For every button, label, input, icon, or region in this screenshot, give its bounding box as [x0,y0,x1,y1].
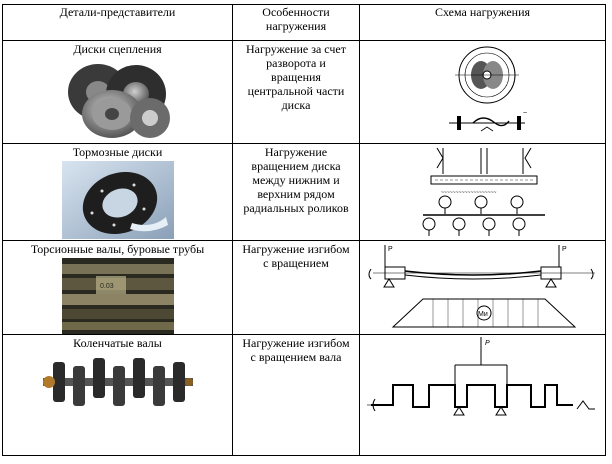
force-label: P [388,246,393,253]
feature-text: Нагружение изгибом с вращением [242,241,350,270]
scheme-cell: ~~~~~~~~~~~~~~~~~~~ [359,142,606,241]
part-name: Коленчатые валы [73,336,162,351]
rotating-bending-scheme: P P Mи [368,244,595,328]
force-label: P [562,246,567,253]
moment-label: Mи [478,311,488,318]
header-row: Детали-представители Особенности нагруже… [2,3,606,42]
header-parts: Детали-представители [2,3,233,42]
table-row: Диски сцепления Нагружение за счет р [2,40,606,144]
feature-text: Нагружение изгибом с вращением вала [242,336,350,365]
scheme-cell: P P Mи [359,239,606,336]
brake-disc-photo [61,160,174,239]
roller-loading-scheme: ~~~~~~~~~~~~~~~~~~~ [422,147,545,236]
svg-text:0.03: 0.03 [100,283,114,290]
table-row: Коленчатые валы Нагружение изгибом с вра… [2,334,606,456]
crankshaft-photo [42,358,193,407]
part-cell: Торсионные валы, буровые трубы 0.03 [2,239,233,336]
loading-table: Детали-представители Особенности нагруже… [2,3,606,456]
part-cell: Тормозные диски [2,142,233,241]
feature-text: Нагружение вращением диска между нижним … [243,144,349,215]
feature-cell: Нагружение вращением диска между нижним … [232,142,360,241]
feature-cell: Нагружение изгибом с вращением вала [232,334,360,456]
feature-text: Нагружение за счет разворота и вращения … [246,42,346,113]
drill-pipes-photo: 0.03 [61,257,174,334]
crankshaft-bending-scheme: P [366,337,595,416]
svg-text:~: ~ [523,110,527,117]
header-scheme: Схема нагружения [359,3,606,42]
part-cell: Коленчатые валы [2,334,233,456]
feature-cell: Нагружение изгибом с вращением [232,239,360,336]
svg-text:~~~~~~~~~~~~~~~~~~~: ~~~~~~~~~~~~~~~~~~~ [441,190,497,196]
clutch-discs-photo [67,64,170,139]
table-row: Тормозные диски Нагружение вращением дис… [2,142,606,241]
clutch-loading-scheme: ~ [448,46,527,132]
table-row: Торсионные валы, буровые трубы 0.03 Нагр… [2,239,606,336]
part-cell: Диски сцепления [2,40,233,144]
part-name: Тормозные диски [72,144,163,159]
scheme-cell: ~ [359,40,606,144]
header-features: Особенности нагружения [232,3,360,42]
part-name: Торсионные валы, буровые трубы [30,241,205,256]
feature-cell: Нагружение за счет разворота и вращения … [232,40,360,144]
force-label: P [485,340,490,347]
scheme-cell: P [359,334,606,456]
part-name: Диски сцепления [73,42,162,57]
